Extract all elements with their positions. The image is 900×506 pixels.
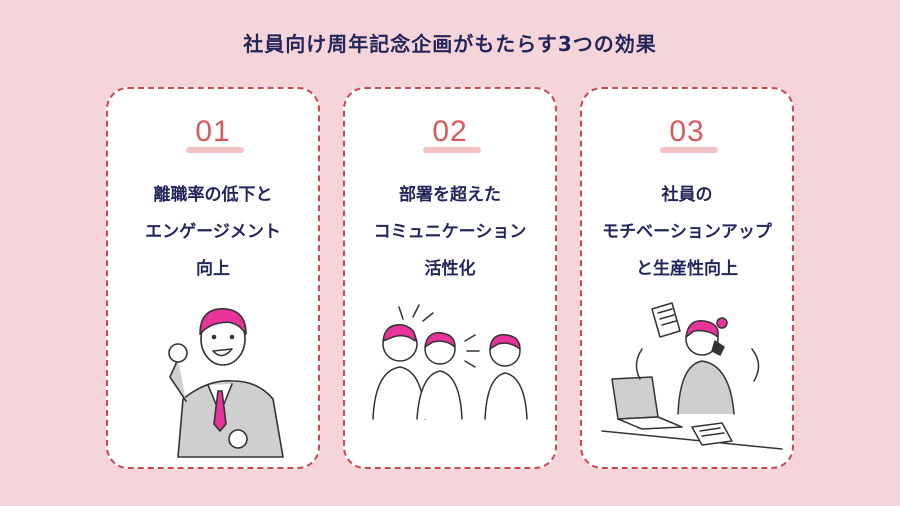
number-underline bbox=[660, 147, 718, 153]
card-text-line: 離職率の低下と bbox=[153, 185, 273, 205]
number-underline bbox=[423, 147, 481, 153]
card-text-line: 部署を超えた bbox=[399, 185, 501, 205]
card-text-line: エンゲージメント bbox=[145, 222, 281, 242]
talking-group-illustration bbox=[372, 304, 528, 420]
page-title: 社員向け周年記念企画がもたらす3つの効果 bbox=[243, 32, 657, 56]
card-text: 社員の モチベーションアップ と生産性向上 bbox=[586, 177, 788, 288]
card-number: 03 bbox=[669, 115, 705, 148]
effect-card-1: 01 離職率の低下と エンゲージメント 向上 bbox=[106, 87, 320, 469]
card-number: 01 bbox=[195, 115, 231, 148]
effect-card-3: 03 社員の モチベーションアップ と生産性向上 bbox=[580, 87, 794, 469]
card-text-line: 活性化 bbox=[424, 259, 476, 279]
card-number: 02 bbox=[432, 115, 468, 148]
card-text: 部署を超えた コミュニケーション 活性化 bbox=[349, 177, 551, 288]
card-text-line: と生産性向上 bbox=[636, 259, 738, 279]
card-text-line: コミュニケーション bbox=[373, 222, 527, 242]
card-text: 離職率の低下と エンゲージメント 向上 bbox=[112, 177, 314, 288]
number-underline bbox=[186, 147, 244, 153]
card-text-line: 社員の bbox=[661, 185, 713, 205]
cheering-man-illustration bbox=[168, 308, 284, 458]
card-text-line: 向上 bbox=[196, 259, 230, 279]
effect-card-2: 02 部署を超えた コミュニケーション 活性化 bbox=[343, 87, 557, 469]
card-text-line: モチベーションアップ bbox=[602, 222, 772, 242]
busy-worker-illustration bbox=[601, 302, 783, 450]
